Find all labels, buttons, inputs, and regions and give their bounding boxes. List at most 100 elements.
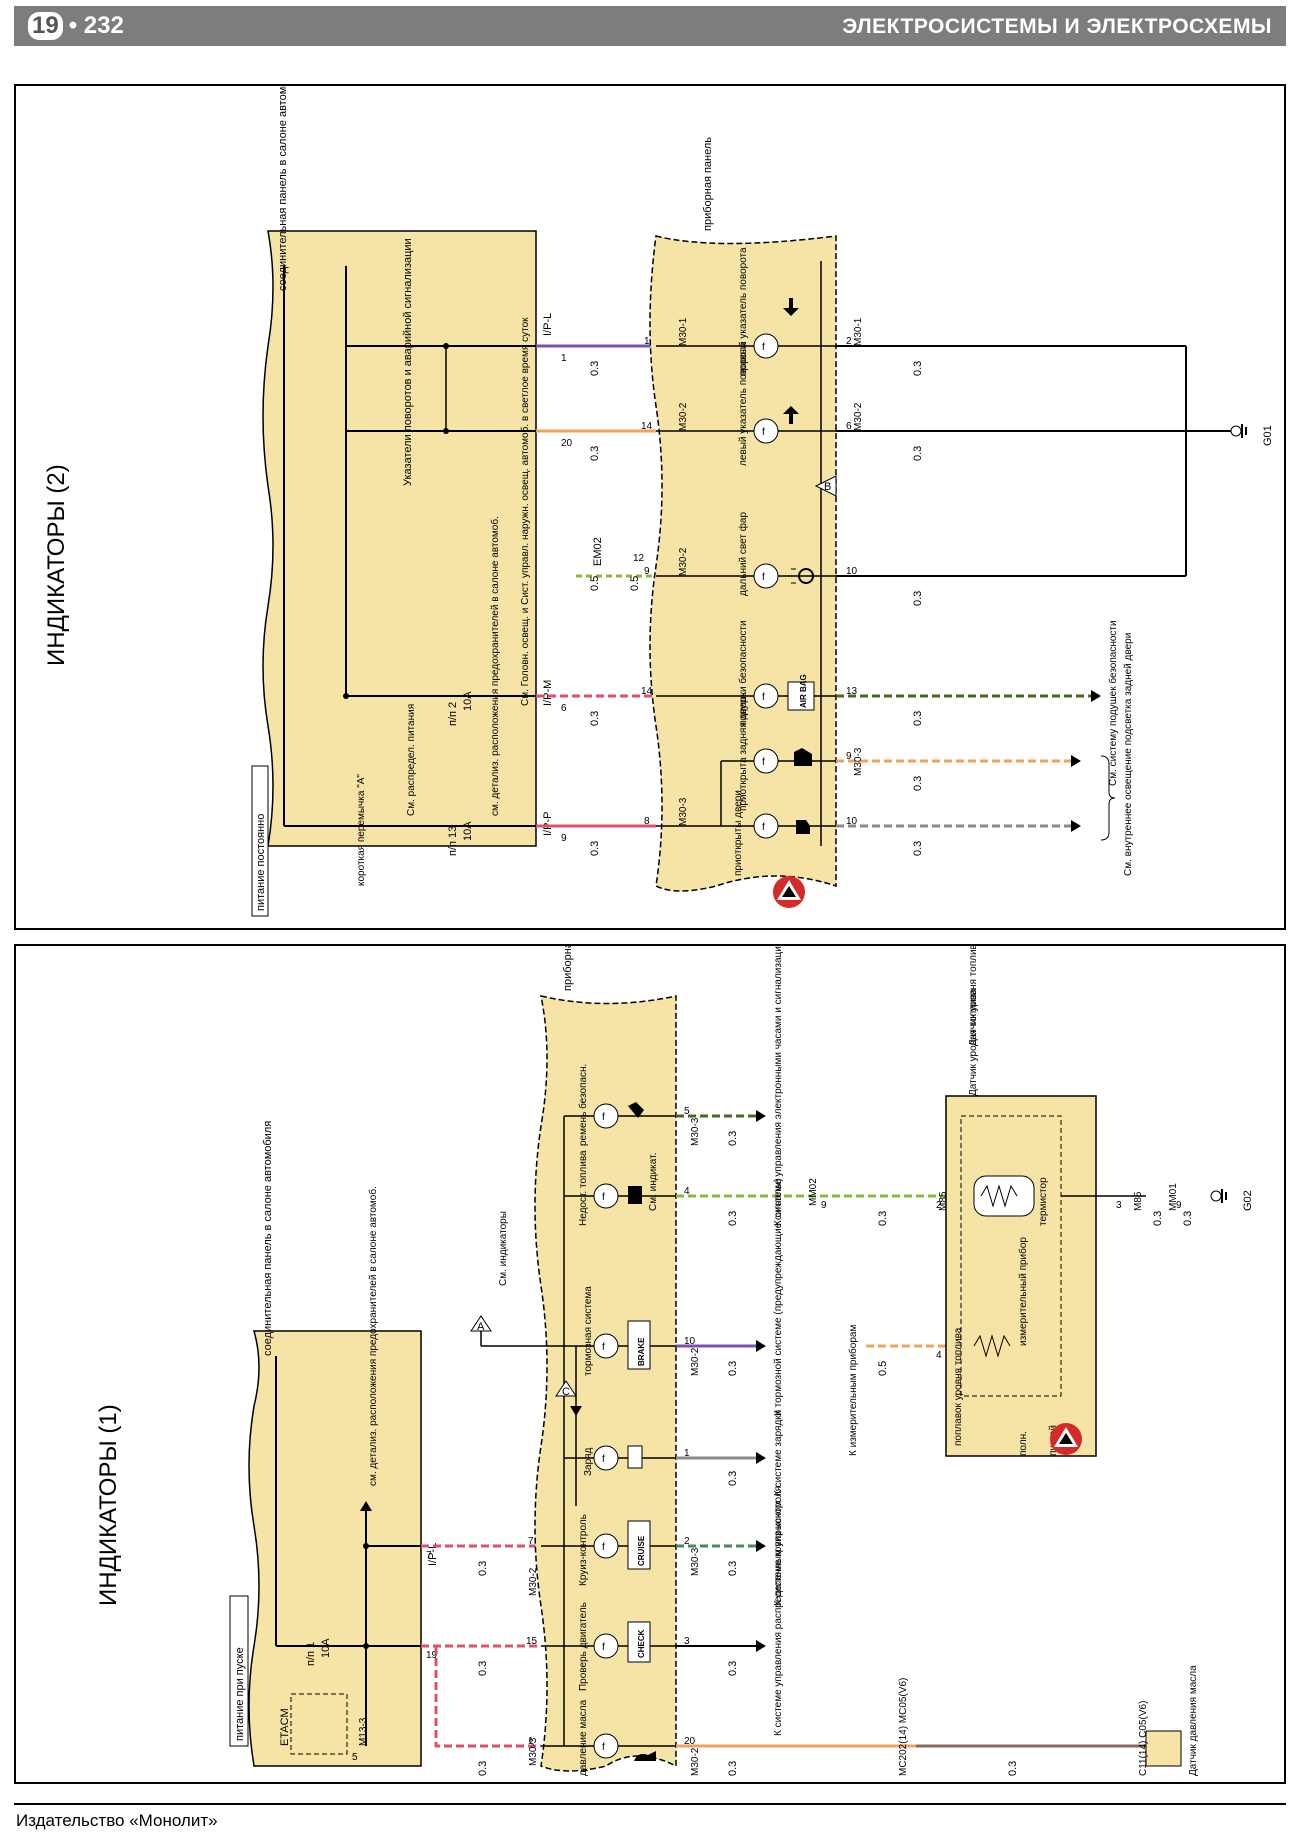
pin: 1 — [644, 336, 650, 347]
wire-size: 0.3 — [912, 591, 924, 606]
jumper-label: короткая перемычка "A" — [356, 774, 367, 886]
wire-size: 0.3 — [727, 1761, 739, 1776]
airbag-badge: AIR BAG — [799, 674, 808, 708]
conn-m85: M85 — [1133, 1191, 1144, 1211]
pin: 9 — [1176, 1200, 1182, 1211]
ref-charge: К системе зарядки — [773, 1410, 784, 1496]
pin: 5 — [684, 1106, 690, 1117]
fuel-pump-icon — [628, 1186, 642, 1204]
courtesy-ref: См. внутреннее освещение подсветка задне… — [1123, 633, 1134, 876]
ind-left-label: левый указатель поворота — [738, 342, 749, 466]
ref-c: C — [562, 1386, 570, 1398]
wire-size: 0.3 — [589, 446, 601, 461]
cluster-label: приборная панель — [562, 946, 574, 991]
ground-icon — [1230, 424, 1247, 438]
gauge-resistor — [973, 1334, 1011, 1358]
diode-icon — [570, 1406, 582, 1416]
wire-size: 0.3 — [477, 1561, 489, 1576]
fuse1-label: п/п 1 — [305, 1642, 317, 1666]
junction-label: соединительная панель в салоне автомобил… — [262, 1121, 274, 1356]
ref-b-triangle — [814, 475, 837, 497]
svg-text:f: f — [762, 427, 765, 438]
bulb-charge: f — [564, 1445, 676, 1471]
ref-b: B — [824, 481, 831, 493]
pin: 19 — [426, 1650, 438, 1661]
junction-label: соединительная панель в салоне автомобил… — [277, 86, 289, 291]
ind-door-label: приоткрыты двери — [733, 790, 744, 876]
conn-m85: M85 — [938, 1191, 949, 1211]
ref-c-triangle — [555, 1380, 577, 1397]
wire-size: 0.3 — [589, 841, 601, 856]
bulb-belt: f — [564, 1103, 676, 1129]
check-badge: CHECK — [637, 1629, 646, 1658]
ind-fuel-label: Недост. топлива — [578, 1150, 589, 1226]
pin: 9 — [561, 833, 567, 844]
ref-a: A — [477, 1321, 485, 1333]
ground-label: G01 — [1262, 425, 1274, 446]
ind-right-label: правый указатель поворота — [738, 247, 749, 376]
fuse13-rating: 10A — [462, 821, 474, 841]
conn-ipl: I/P-L — [542, 313, 554, 336]
brake-badge-box — [627, 1320, 651, 1370]
wire-size: 0.3 — [727, 1211, 739, 1226]
pin: 3 — [1116, 1200, 1122, 1211]
ref-gauges: К измерительным приборам — [847, 1325, 859, 1456]
svg-text:f: f — [602, 1112, 605, 1123]
conn-m30-2: M30-2 — [678, 547, 689, 576]
pin: 4 — [684, 1186, 690, 1197]
node — [363, 1643, 369, 1649]
ref-engine: К системе управления распределенным впры… — [773, 1501, 784, 1736]
junction-panel — [248, 1330, 422, 1767]
bulb-right-turn: f — [656, 333, 836, 359]
arrow-icon — [756, 1340, 766, 1352]
pin: 1 — [684, 1448, 690, 1459]
conn-m30-2: M30-2 — [528, 1567, 539, 1596]
ground-label: G02 — [1242, 1190, 1254, 1211]
pin: 13 — [846, 686, 858, 697]
gauge-label: измерительный прибор — [1017, 1237, 1029, 1346]
conn-m30-3: M30-3 — [528, 1737, 539, 1766]
fuel-sender-label: Датчик уровня топлива и электродвигатель… — [968, 946, 979, 1046]
wire-size: 0.3 — [477, 1761, 489, 1776]
conn-ipl: I/P-L — [427, 1543, 439, 1566]
conn-m30-2: M30-2 — [690, 1347, 701, 1376]
conn-m30-3: M30-3 — [690, 1117, 701, 1146]
wire-size: 0.3 — [727, 1661, 739, 1676]
power-label-box — [251, 765, 269, 917]
distrib-label: См. распредел. питания — [406, 704, 417, 816]
pin: 1 — [528, 1736, 534, 1747]
wire-size: 0.3 — [727, 1561, 739, 1576]
pin: 20 — [561, 438, 573, 449]
pin: 14 — [641, 421, 653, 432]
full-label: полн. — [1018, 1431, 1029, 1456]
wire-size: 0.3 — [727, 1471, 739, 1486]
fuse13-label: п/п 13 — [447, 826, 459, 856]
high-beam-icon — [791, 568, 814, 584]
float-label: поплавок уровня топлива — [953, 1327, 964, 1446]
wire-red-dashed — [434, 1646, 541, 1748]
ind-trunk-label: приоткрыта задняя дверь — [738, 692, 749, 811]
wire-size: 0.3 — [1182, 1211, 1194, 1226]
check-badge-box — [627, 1621, 651, 1663]
ind-airbag-label: подушки безопасности — [737, 620, 749, 726]
pin: 6 — [846, 421, 852, 432]
conn-m30-3: M30-3 — [853, 747, 864, 776]
svg-text:f: f — [762, 692, 765, 703]
svg-text:f: f — [762, 342, 765, 353]
bulb-brake: f — [564, 1333, 676, 1359]
conn-m30-3: M30-3 — [678, 797, 689, 826]
diagram-indicators-2: ИНДИКАТОРЫ (2) соединительная панель в с… — [14, 84, 1286, 930]
door-icon — [796, 820, 810, 834]
section-title: ЭЛЕКТРОСИСТЕМЫ И ЭЛЕКТРОСХЕМЫ — [842, 15, 1272, 38]
pin: 3 — [684, 1636, 690, 1647]
warning-triangle-icon — [773, 876, 805, 908]
pin: 8 — [644, 816, 650, 827]
etacm-label: ETACM — [279, 1708, 291, 1746]
pin: 9 — [821, 1200, 827, 1211]
oil-switch-box — [1145, 1730, 1182, 1767]
conn-m30-1: M30-1 — [678, 317, 689, 346]
conn-mm01: MM01 — [1168, 1183, 1179, 1211]
pin: 2 — [846, 336, 852, 347]
bulb-check: f — [541, 1633, 676, 1659]
svg-text:f: f — [602, 1742, 605, 1753]
